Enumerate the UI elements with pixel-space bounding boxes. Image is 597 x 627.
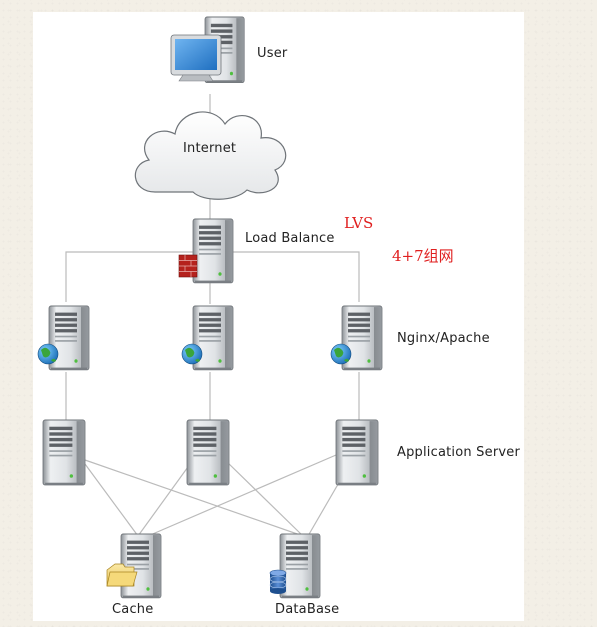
line-app2-cache: [137, 459, 194, 537]
internet-label: Internet: [183, 141, 237, 156]
firewall-icon: [178, 254, 198, 278]
lvs-annotation: LVS: [344, 214, 374, 232]
load-balance-label: Load Balance: [245, 231, 335, 246]
web-server-left-icon: [37, 305, 90, 371]
application-server-label: Application Server: [397, 445, 520, 460]
folder-icon: [106, 563, 138, 587]
line-app3-cache: [147, 451, 344, 537]
network-topology-diagram: [37, 16, 383, 599]
nginx-apache-label: Nginx/Apache: [397, 331, 490, 346]
load-balancer-server-icon: [178, 218, 234, 284]
app-server-left-icon: [42, 419, 86, 486]
line-app1-db: [84, 459, 304, 537]
web-server-center-icon: [181, 305, 234, 371]
database-server-icon: [269, 533, 321, 599]
user-label: User: [257, 46, 288, 61]
internet-cloud-icon: [134, 111, 287, 200]
database-cylinder-icon: [269, 569, 287, 594]
line-app2-db: [224, 459, 304, 537]
four-plus-seven-annotation: 4+7组网: [392, 247, 454, 265]
cache-server-icon: [106, 533, 162, 599]
cache-label: Cache: [112, 602, 154, 617]
app-server-center-icon: [186, 419, 230, 486]
database-label: DataBase: [275, 602, 340, 617]
line-app1-cache: [84, 463, 139, 537]
user-computer-icon: [170, 16, 245, 84]
diagram-canvas: User Internet Load Balance Nginx/Apache …: [33, 12, 524, 621]
app-server-right-icon: [335, 419, 379, 486]
web-server-right-icon: [330, 305, 383, 371]
